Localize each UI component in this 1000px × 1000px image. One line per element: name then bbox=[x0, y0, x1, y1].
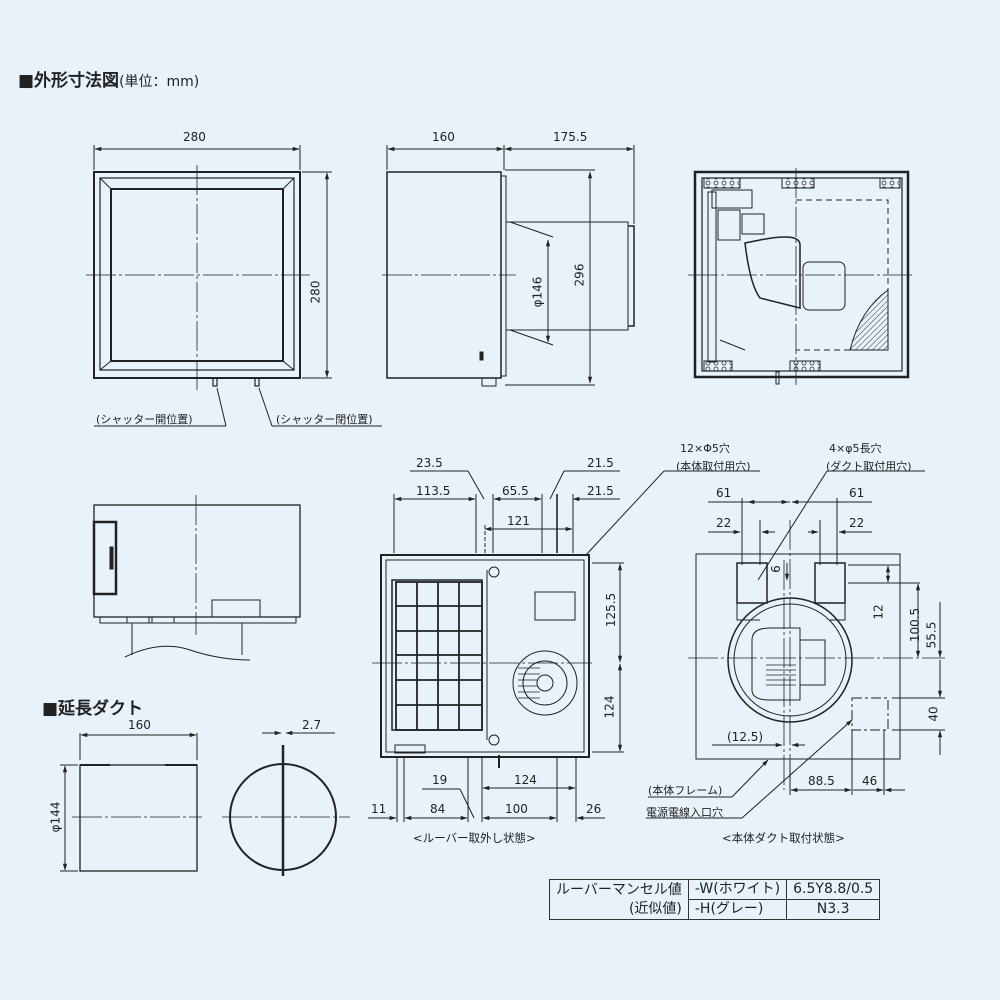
duct-length-dim: 175.5 bbox=[553, 130, 588, 144]
louver-removed-caption: <ルーバー取外し状態> bbox=[413, 831, 536, 845]
dim-22-left: 22 bbox=[716, 516, 732, 530]
munsell-value-cell: N3.3 bbox=[786, 899, 881, 920]
table-row: ルーバーマンセル値 (近似値) -W(ホワイト) 6.5Y8.8/0.5 bbox=[549, 879, 881, 920]
dim-61-right: 61 bbox=[849, 486, 865, 500]
shutter-open-label: (シャッター開位置) bbox=[96, 413, 193, 426]
dim-12-5: (12.5) bbox=[727, 730, 764, 744]
body-hole-sublabel: (本体取付用穴) bbox=[676, 460, 751, 473]
dim-12: 12 bbox=[871, 604, 886, 620]
side-view bbox=[382, 145, 635, 387]
body-depth-dim: 160 bbox=[432, 130, 455, 144]
dim-40: 40 bbox=[926, 706, 941, 722]
dim-65-5: 65.5 bbox=[502, 484, 529, 498]
munsell-table: ルーバーマンセル値 (近似値) -W(ホワイト) 6.5Y8.8/0.5 -H(… bbox=[549, 879, 881, 920]
dim-55-5: 55.5 bbox=[924, 621, 939, 649]
table-row: -H(グレー) N3.3 bbox=[550, 899, 881, 920]
frame-label: (本体フレーム) bbox=[648, 784, 723, 797]
duct-diameter-dim: φ146 bbox=[530, 276, 545, 308]
page-title: ■外形寸法図(単位：mm) bbox=[18, 66, 199, 91]
front-width-dim: 280 bbox=[183, 130, 206, 144]
extension-duct-title: ■延長ダクト bbox=[42, 699, 144, 719]
dim-100-5: 100.5 bbox=[908, 607, 923, 643]
duct-mounted-view bbox=[646, 470, 945, 819]
duct-mounted-caption: <本体ダクト取付状態> bbox=[722, 831, 845, 845]
munsell-value-cell: 6.5Y8.8/0.5 bbox=[786, 879, 881, 900]
rear-view bbox=[688, 168, 912, 385]
dim-88-5: 88.5 bbox=[808, 774, 835, 788]
overall-height-dim: 296 bbox=[572, 263, 587, 287]
seam-width-2-7: 2.7 bbox=[302, 718, 322, 732]
dim-26: 26 bbox=[586, 802, 602, 816]
dim-19: 19 bbox=[432, 773, 448, 787]
bottom-view bbox=[92, 495, 301, 661]
dim-11: 11 bbox=[371, 802, 387, 816]
dim-23-5: 23.5 bbox=[416, 456, 443, 470]
body-hole-label: 12×Φ5穴 bbox=[680, 442, 730, 455]
dim-6: 6 bbox=[768, 565, 783, 573]
variant-cell: -H(グレー) bbox=[687, 899, 788, 920]
dim-21-5: 21.5 bbox=[587, 484, 614, 498]
munsell-header-line1: ルーバーマンセル値 bbox=[556, 881, 682, 898]
dim-124-right: 124 bbox=[602, 695, 617, 719]
cable-entry-label: 電源電線入口穴 bbox=[646, 806, 723, 819]
variant-cell: -W(ホワイト) bbox=[687, 879, 788, 900]
dim-21-5-top: 21.5 bbox=[587, 456, 614, 470]
dim-61-left: 61 bbox=[716, 486, 732, 500]
shutter-closed-label: (シャッター閉位置) bbox=[276, 413, 373, 426]
dim-46: 46 bbox=[862, 774, 878, 788]
munsell-header-line2: (近似値) bbox=[628, 900, 682, 917]
unit-label: (単位：mm) bbox=[119, 74, 200, 90]
extension-duct-drawing bbox=[60, 730, 350, 876]
duct-hole-sublabel: (ダクト取付用穴) bbox=[826, 460, 912, 473]
dim-113-5: 113.5 bbox=[416, 484, 451, 498]
title-text: ■外形寸法図 bbox=[18, 71, 120, 91]
duct-hole-label: 4×φ5長穴 bbox=[829, 442, 882, 455]
munsell-header-cell: ルーバーマンセル値 (近似値) bbox=[549, 879, 689, 920]
front-view bbox=[86, 145, 382, 427]
dim-125-5: 125.5 bbox=[604, 592, 619, 628]
dim-100: 100 bbox=[505, 802, 528, 816]
dim-22-right: 22 bbox=[849, 516, 865, 530]
front-height-dim: 280 bbox=[308, 280, 323, 304]
dim-84: 84 bbox=[430, 802, 446, 816]
louver-removed-view bbox=[368, 470, 760, 822]
duct-length-160: 160 bbox=[128, 718, 151, 732]
dim-124-bottom: 124 bbox=[514, 773, 537, 787]
dim-121: 121 bbox=[507, 514, 530, 528]
duct-diameter-144: φ144 bbox=[48, 801, 63, 833]
